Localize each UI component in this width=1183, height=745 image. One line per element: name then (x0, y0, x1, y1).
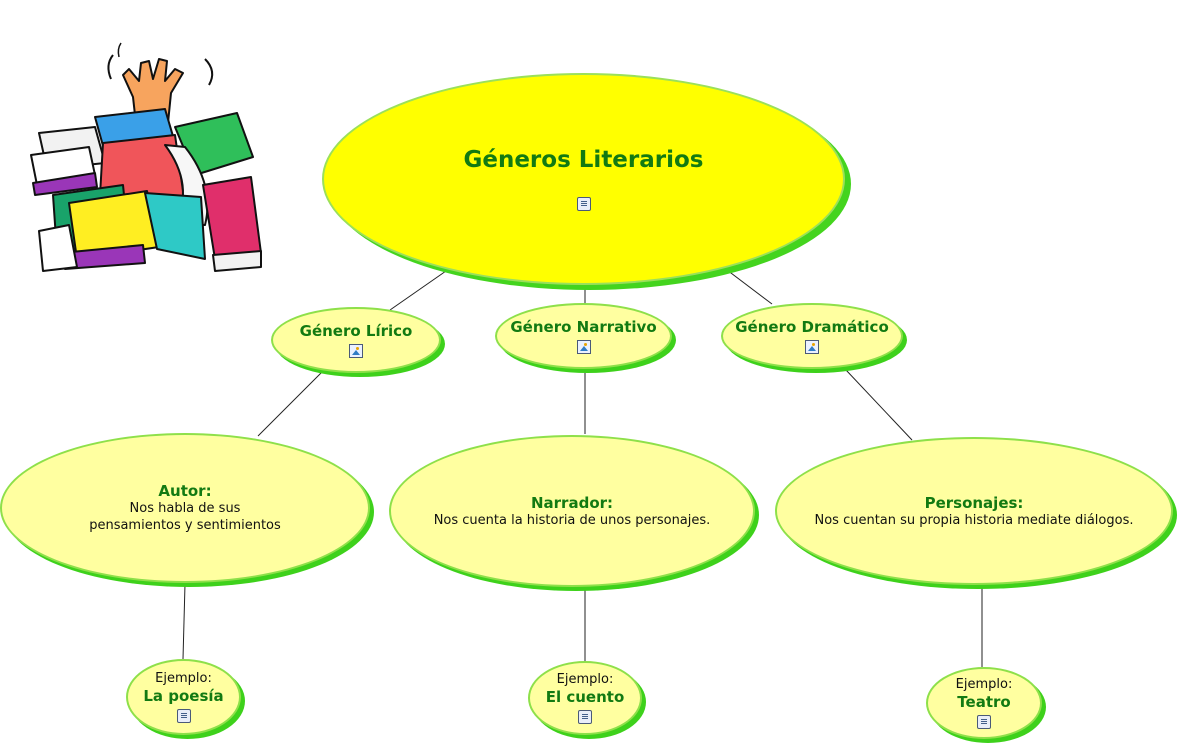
link-dramatico-personajes (845, 369, 913, 441)
ejemplo-poesia-label: Ejemplo: (155, 671, 212, 686)
document-icon[interactable] (576, 197, 591, 211)
books-illustration (30, 42, 262, 272)
root-node[interactable]: Géneros Literarios (322, 73, 845, 285)
ejemplo-poesia-node[interactable]: Ejemplo: La poesía (126, 659, 241, 735)
genre-lirico-title: Género Lírico (299, 322, 413, 340)
personajes-text: Nos cuentan su propia historia mediate d… (814, 512, 1134, 528)
genre-lirico-node[interactable]: Género Lírico (271, 307, 441, 373)
ejemplo-cuento-label: Ejemplo: (556, 672, 614, 687)
document-icon[interactable] (578, 710, 592, 724)
genre-dramatico-title: Género Dramático (735, 318, 889, 336)
document-icon[interactable] (176, 709, 191, 723)
ejemplo-teatro-node[interactable]: Ejemplo: Teatro (926, 667, 1042, 739)
autor-text-line1: Nos habla de sus (129, 501, 241, 516)
image-icon[interactable] (349, 344, 363, 358)
link-root-dramatico (726, 269, 773, 305)
link-root-lirico (389, 270, 447, 311)
link-autor-ejemplo (182, 583, 186, 660)
genre-narrativo-title: Género Narrativo (510, 318, 657, 336)
ejemplo-poesia-title: La poesía (143, 687, 224, 705)
ejemplo-cuento-node[interactable]: Ejemplo: El cuento (528, 661, 642, 735)
genre-narrativo-node[interactable]: Género Narrativo (495, 303, 672, 369)
image-icon[interactable] (805, 340, 819, 354)
autor-text-line2: pensamientos y sentimientos (89, 518, 281, 533)
ejemplo-teatro-title: Teatro (957, 693, 1011, 711)
autor-node[interactable]: Autor: Nos habla de sus pensamientos y s… (0, 433, 370, 583)
narrador-title: Narrador: (530, 493, 614, 512)
root-title: Géneros Literarios (463, 147, 704, 173)
narrador-text: Nos cuenta la historia de unos personaje… (433, 512, 711, 528)
document-icon[interactable] (977, 715, 991, 729)
link-lirico-autor (257, 371, 323, 437)
personajes-node[interactable]: Personajes: Nos cuentan su propia histor… (775, 437, 1173, 585)
genre-dramatico-node[interactable]: Género Dramático (721, 303, 903, 369)
autor-title: Autor: (158, 482, 212, 500)
ejemplo-cuento-title: El cuento (545, 688, 625, 706)
personajes-title: Personajes: (924, 493, 1024, 512)
ejemplo-teatro-label: Ejemplo: (955, 677, 1013, 692)
image-icon[interactable] (576, 340, 591, 354)
narrador-node[interactable]: Narrador: Nos cuenta la historia de unos… (389, 435, 755, 587)
